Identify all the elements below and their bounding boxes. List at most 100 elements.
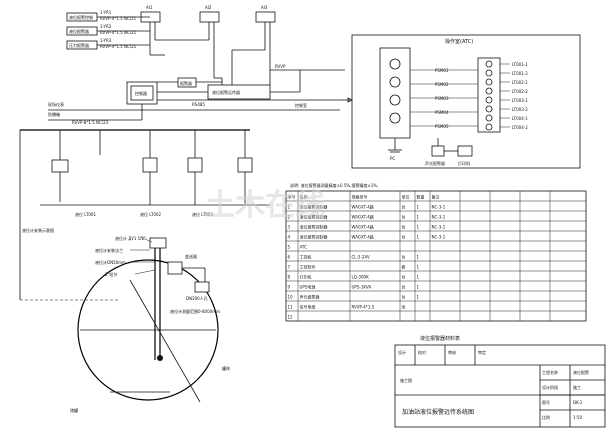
tank-flange (149, 237, 167, 249)
table-cell: 台 (402, 274, 406, 280)
sub-alarm-label: 报警器 (180, 80, 192, 86)
table-cell: 台 (402, 294, 406, 300)
left-box-cable-3: RVVP-4*1.5 NC/21 (100, 44, 137, 49)
title-stage: 施工图 (400, 377, 412, 383)
table-cell: 5 (288, 245, 291, 250)
title-cell-4: 审定 (478, 349, 486, 355)
table-cell: 2 (288, 215, 291, 220)
table-note: 说明: 液位报警器测量精度±0.5%,报警精度±1%, (290, 182, 378, 188)
atc-output-8: LT004-2 (512, 125, 528, 130)
atc-port-1 (389, 58, 401, 70)
tank-diagram: 液位计 ДУ1 1/2" 液位计安装法兰 变送器 液位计DN50mm 2"短节 … (20, 227, 230, 413)
to-room-label: 控制室 (295, 102, 307, 108)
controller-label: 控制器 (135, 90, 147, 96)
table-cell: 声光报警器 (300, 294, 320, 300)
table-cell: NC-3-1 (432, 225, 446, 230)
title-right-2: 设计阶段 (542, 384, 558, 390)
watermark-text: 土木在线 (205, 188, 325, 223)
atc-output-labels: LT001-1 LT001-2 LT002-1 LT002-2 LT003-1 … (512, 62, 528, 130)
atc-port-2 (389, 76, 401, 88)
table-header-cell: 备注 (432, 194, 440, 200)
table-cell: 1 (288, 205, 291, 210)
title-right-value-3: DK-1 (573, 400, 583, 405)
sensor-housing-1 (142, 157, 158, 173)
table-cell: ATC (300, 245, 308, 250)
table-frame (285, 190, 587, 322)
sensor-housing-2 (187, 157, 203, 173)
table-cell: 液位报警控制器 (300, 204, 328, 210)
tank-label-4: 液位计DN50mm (95, 259, 126, 265)
left-box-label-2: 液位报警器 (69, 28, 89, 34)
alarm-device (431, 145, 445, 157)
title-block: 设计 校对 审核 审定 工程名称 设计阶段 图号 比例 液位报警 施工 DK-1… (394, 344, 606, 428)
title-right-4: 比例 (542, 414, 550, 420)
table-cell: 台 (402, 284, 406, 290)
table-cell: 工控软件 (300, 264, 316, 270)
table-cell: 1 (417, 235, 420, 240)
table-cell: 10 (288, 295, 294, 300)
table-cell: WAGXT-4路 (352, 224, 374, 230)
left-box-cable-2: RVVP-4*1.5 NC/21 (100, 30, 137, 35)
cable-label-2: RVVP (275, 64, 286, 69)
left-alarm-boxes: 液位报警控制 液位报警器 压力报警器 1-YR1 1-YR2 1-YR3 RVV… (66, 10, 150, 50)
title-right-value-2: 施工 (573, 384, 581, 390)
table-cell: 1 (417, 285, 420, 290)
tank-label-3: 变送器 (185, 253, 197, 259)
table-cell: RVVP-4*1.5 (352, 305, 375, 310)
tank-label-9: 储罐 (70, 407, 78, 413)
central-equipment: 控制器 报警器 液位报警远传器 RS485 RVVP 控制室 (126, 64, 353, 110)
junction-box (194, 281, 210, 293)
left-box-note-2: 1-YR2 (100, 24, 112, 29)
table-cell: 12 (288, 315, 294, 320)
table-cell: 8 (288, 275, 291, 280)
table-header-cell: 名称 (300, 194, 308, 200)
atc-input-1: PSM01 (435, 68, 449, 73)
table-cell: WAGXT-4路 (352, 214, 374, 220)
tank-label-6: DN200人孔 (186, 295, 208, 301)
atc-output-5: LT003-1 (512, 98, 528, 103)
table-cell: 台 (402, 224, 406, 230)
material-table: 说明: 液位报警器测量精度±0.5%,报警精度±1%, 序号名称规格型号单位数量… (285, 182, 587, 342)
left-box-note-1: 1-YR1 (100, 10, 112, 15)
transmitter-box (167, 261, 183, 275)
atc-port-4 (389, 112, 401, 124)
table-header-cell: 单位 (402, 194, 410, 200)
cable-label-1: RS485 (192, 102, 205, 107)
title-right-value-1: 液位报警 (573, 369, 589, 375)
atc-input-3: PSM03 (435, 96, 449, 101)
table-cell: LQ-300K (352, 275, 370, 280)
table-cell: 9 (288, 285, 291, 290)
title-right-value-4: 1:50 (573, 415, 582, 420)
tank-label-2: 液位计安装法兰 (95, 247, 123, 253)
table-cell: NC-3-1 (432, 215, 446, 220)
top-device-2 (199, 11, 220, 23)
tank-label-8: 液位计测量范围0-8000mm (170, 308, 220, 314)
table-cell: 6 (288, 255, 291, 260)
left-trunk: 现场仪表 防爆箱 RVVP-8*1.5 NC/23 (19, 101, 340, 300)
table-cell: 3 (288, 225, 291, 230)
table-cell: WAGXT-4路 (352, 204, 374, 210)
sensor-housing-0 (51, 159, 69, 173)
table-cell: 1 (417, 225, 420, 230)
drawing-title: 加油站液位报警远传系统图 (402, 408, 474, 416)
tank-labels: 液位计 ДУ1 1/2" 液位计安装法兰 变送器 液位计DN50mm 2"短节 … (70, 235, 230, 413)
atc-output-2: LT001-2 (512, 71, 528, 76)
table-cell: 1 (417, 265, 420, 270)
tank-circle (77, 259, 219, 401)
title-right-3: 图号 (542, 399, 550, 405)
table-header-cell: 序号 (288, 194, 296, 200)
table-cell: 1 (417, 205, 420, 210)
tank-label-5: 2"短节 (105, 271, 117, 277)
atc-output-6: LT003-2 (512, 107, 528, 112)
terminal-lines (410, 60, 510, 131)
top-device-3 (255, 11, 276, 23)
sensor-housing-3 (237, 157, 253, 173)
sensor-label-3: 液位 LT003 (192, 211, 213, 217)
table-cell: 液位报警控制器 (300, 224, 328, 230)
atc-input-4: PSM04 (435, 110, 449, 115)
table-cell: 1 (417, 295, 420, 300)
atc-room: 操作室(ATC) PC PSM01 PSM02 PSM03 PSM04 PSM0… (351, 34, 581, 169)
left-box-label-1: 液位报警控制 (69, 14, 93, 20)
title-cell-2: 校对 (418, 349, 426, 355)
